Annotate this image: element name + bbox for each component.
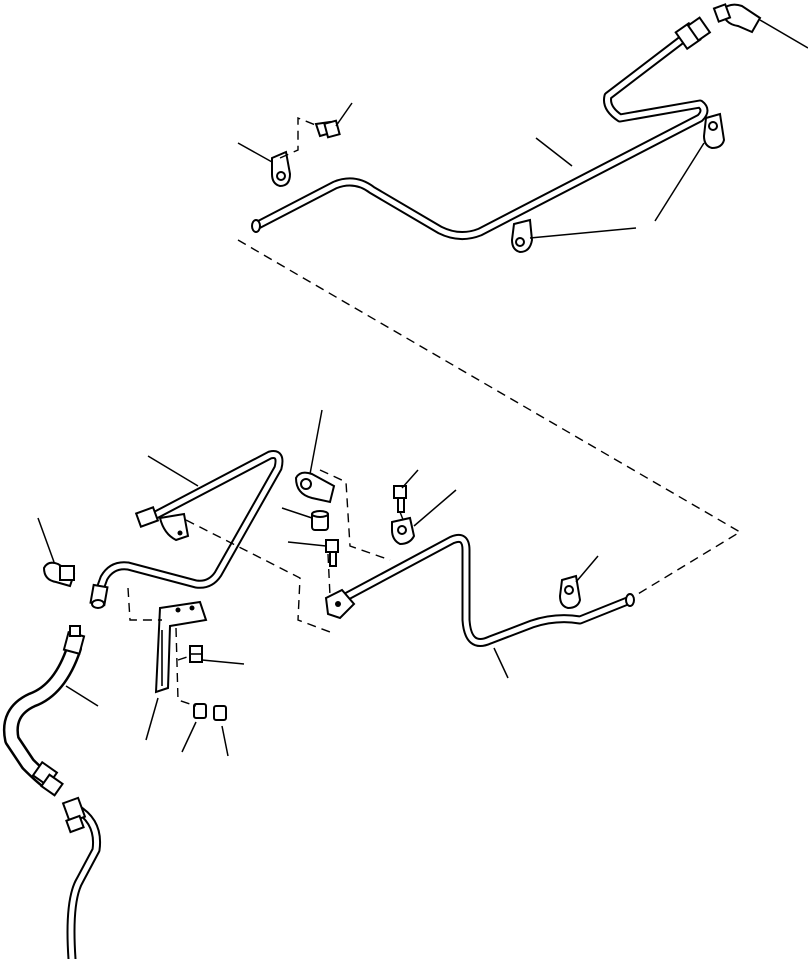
left-clip <box>42 561 76 588</box>
upper-tube-end <box>251 219 261 233</box>
lower-main-tube-inner <box>337 535 633 645</box>
hose-fitting-top <box>62 625 86 655</box>
flexible-hose-assembly <box>3 625 102 959</box>
upper-clamp-mid <box>510 218 534 254</box>
lower-left-tube-outline <box>91 450 284 605</box>
upper-clamp-right <box>702 112 726 150</box>
hose-fitting-bottom <box>31 760 64 797</box>
bracket-bolt <box>189 645 203 663</box>
upper-clamp-left <box>271 150 292 188</box>
lower-left-tube-inner <box>93 452 282 603</box>
bracket <box>154 600 208 694</box>
lower-main-tube-end <box>625 593 635 607</box>
upper-pipe-assembly <box>237 3 808 254</box>
lower-bolt-b <box>393 485 407 513</box>
upper-bolt <box>314 119 341 139</box>
lower-main-tube-outline <box>335 533 635 647</box>
left-tube-fitting-top <box>134 506 190 542</box>
lower-clamp-right <box>558 574 582 610</box>
lower-clamp-top <box>294 471 336 504</box>
lower-pipe-inner <box>68 805 100 959</box>
upper-tube-inner <box>253 35 707 238</box>
spacer <box>311 510 329 531</box>
lower-pipe-fitting <box>61 796 87 834</box>
lower-dashed-guides <box>127 469 405 707</box>
upper-tube-nut <box>674 16 712 51</box>
upper-leaders <box>237 19 808 239</box>
lower-pipe-assembly <box>37 409 635 757</box>
lower-clamp-mid <box>391 516 416 546</box>
lower-leaders <box>37 409 599 757</box>
nut-a <box>193 703 207 719</box>
left-tube-fitting-bottom <box>89 583 109 609</box>
upper-tube-outline <box>251 33 709 240</box>
elbow-fitting <box>712 3 762 34</box>
nut-b <box>213 705 227 721</box>
assembly-connection-dashed <box>237 239 742 601</box>
upper-bolt-guide <box>279 116 319 159</box>
lower-bolt-a <box>325 539 339 567</box>
lower-main-tube-fitting <box>324 588 356 620</box>
